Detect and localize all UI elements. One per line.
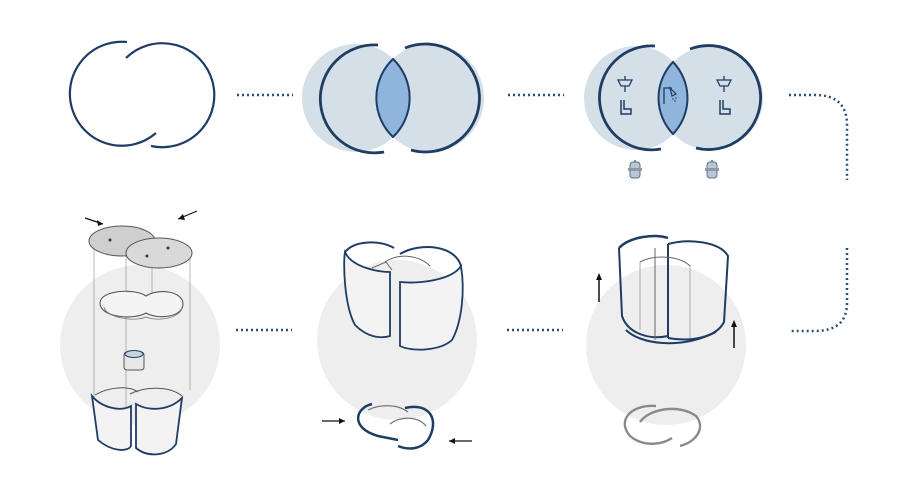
grey-plan-ring-left (623, 404, 673, 445)
left-open-ring (68, 40, 157, 147)
dotted-connector-3 (789, 93, 849, 180)
water-heater-icon (628, 160, 642, 179)
dotted-connector-4 (789, 248, 849, 333)
step-4-exploded-axonometric (60, 210, 220, 456)
plan-ring-right (397, 405, 435, 450)
sink-icon (616, 76, 634, 92)
sink-icon (715, 76, 733, 92)
lid-disc-right (125, 237, 193, 269)
shower-icon (663, 86, 678, 104)
toilet-icon (719, 100, 731, 115)
left-program-circle (584, 46, 688, 150)
right-ring-outline (404, 42, 481, 154)
step-1-open-rings (68, 40, 216, 149)
step-3-programmed-circles (584, 44, 763, 179)
right-program-circle (659, 46, 763, 150)
right-program-outline (689, 44, 763, 151)
base-walls (90, 393, 132, 451)
arrow-icon (322, 418, 345, 424)
right-open-ring (125, 42, 216, 149)
overlap-lens (375, 57, 411, 139)
floor-plate (99, 290, 184, 318)
shadow-disc (60, 265, 220, 425)
grey-plan-ring-right (639, 407, 702, 448)
arrow-icon (449, 438, 472, 444)
curved-wall-left (343, 249, 391, 339)
cylinder-right (667, 240, 730, 341)
left-ring-outline (319, 43, 385, 155)
cylinder-left (618, 247, 669, 339)
shower-lens (657, 60, 689, 136)
step-6-extruded-cylinder (586, 234, 746, 448)
arrow-icon (84, 217, 104, 226)
shadow-disc (586, 265, 746, 425)
step-5-curved-walls (317, 241, 477, 450)
curved-wall-right (399, 263, 464, 351)
arrow-icon (731, 320, 737, 348)
arrow-icon (177, 210, 198, 220)
left-program-outline (598, 44, 662, 152)
plan-ring-left (357, 402, 399, 442)
toilet-icon (620, 100, 632, 115)
arrow-icon (596, 273, 602, 302)
water-heater-icon (705, 160, 719, 179)
step-2-shaded-circles (302, 42, 484, 155)
